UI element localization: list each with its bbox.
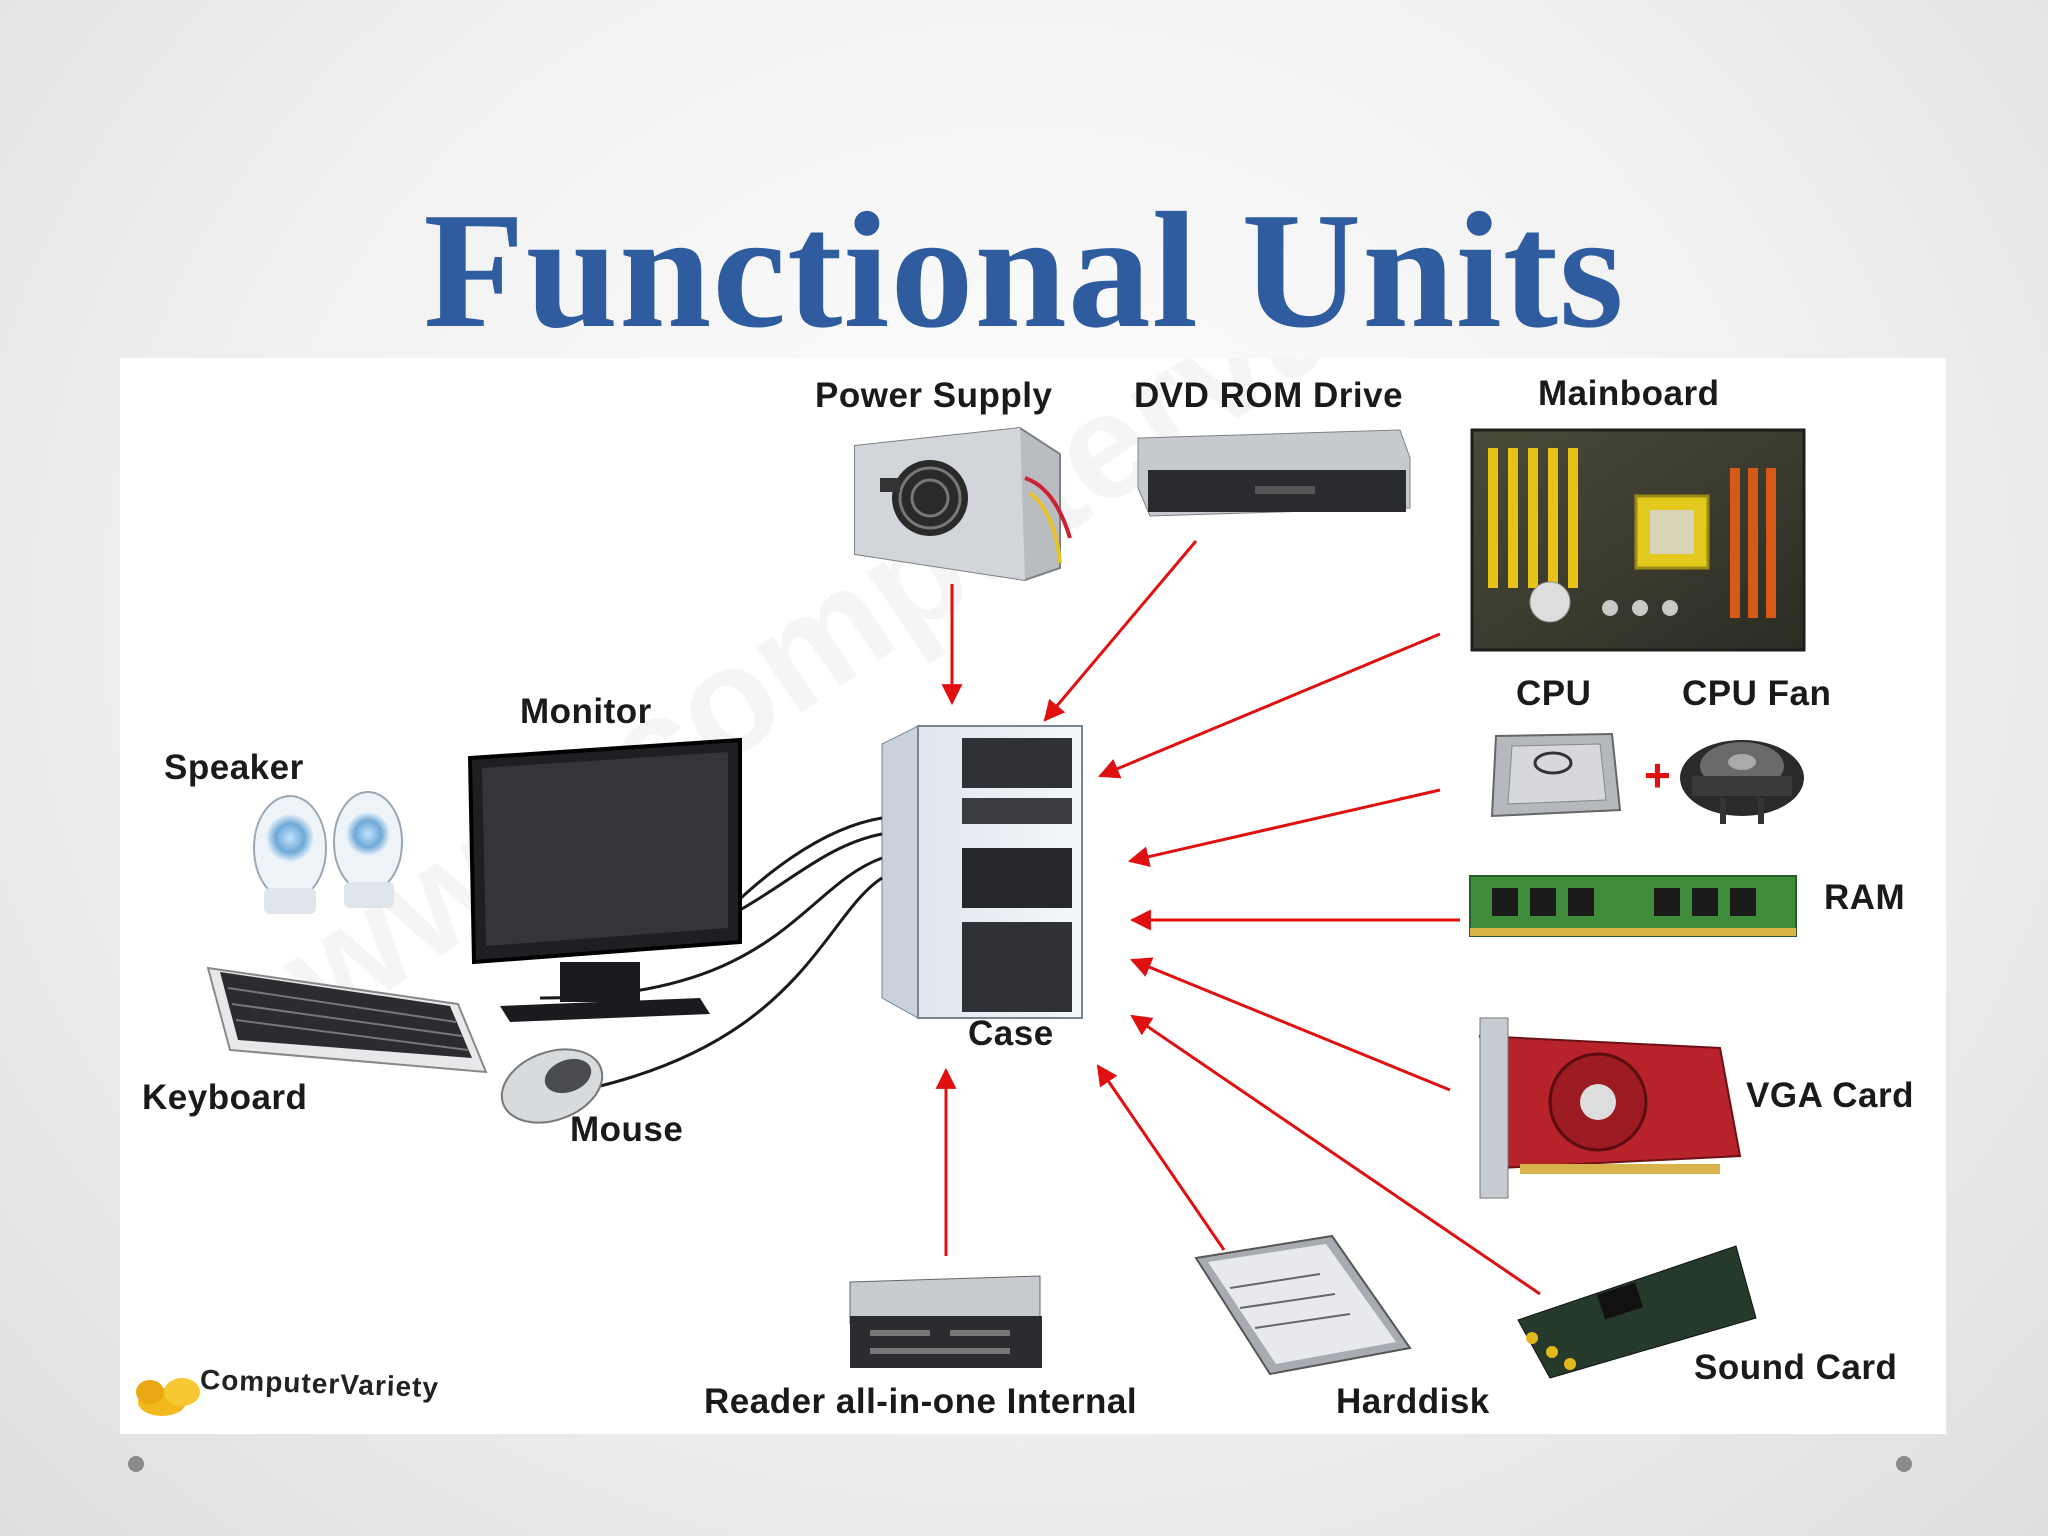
- monitor-image: [467, 737, 742, 1022]
- bullet-left: [128, 1456, 144, 1472]
- label-mouse: Mouse: [570, 1110, 684, 1149]
- sound-card-image: [1517, 1245, 1757, 1379]
- label-sound-card: Sound Card: [1694, 1348, 1898, 1387]
- label-monitor: Monitor: [520, 692, 652, 731]
- label-case: Case: [968, 1014, 1054, 1053]
- label-speaker: Speaker: [164, 748, 304, 787]
- label-cpu-fan: CPU Fan: [1682, 674, 1832, 713]
- label-dvd-rom-drive: DVD ROM Drive: [1134, 376, 1404, 415]
- logo-icon: [136, 1378, 200, 1416]
- arrow-cpu: [1127, 788, 1441, 868]
- arrow-vga: [1130, 957, 1451, 1092]
- cpu-image: [1490, 732, 1622, 818]
- mainboard-image: [1470, 428, 1806, 652]
- power-supply-image: [854, 426, 1072, 582]
- label-power-supply: Power Supply: [815, 376, 1053, 415]
- plus-sign: +: [1644, 749, 1672, 801]
- keyboard-image: [206, 966, 488, 1074]
- diagram-artwork: [136, 426, 1806, 1416]
- card-reader-image: [849, 1275, 1042, 1368]
- label-reader: Reader all-in-one Internal: [704, 1382, 1138, 1421]
- label-ram: RAM: [1824, 878, 1906, 917]
- slide-title: Functional Units: [423, 178, 1625, 362]
- ram-image: [1469, 875, 1797, 937]
- arrow-mainboard: [1098, 632, 1441, 779]
- label-harddisk: Harddisk: [1336, 1382, 1490, 1421]
- vga-card-image: [1478, 1017, 1742, 1199]
- label-cpu: CPU: [1516, 674, 1592, 713]
- label-mainboard: Mainboard: [1538, 374, 1720, 413]
- case-image: [881, 725, 1083, 1019]
- arrow-sound: [1130, 1014, 1541, 1296]
- arrow-dvd: [1043, 540, 1198, 722]
- arrows: [935, 540, 1541, 1296]
- dvd-drive-image: [1137, 429, 1411, 517]
- mouse-image: [500, 1048, 604, 1124]
- label-vga-card: VGA Card: [1746, 1076, 1915, 1115]
- speakers-image: [253, 791, 403, 914]
- label-keyboard: Keyboard: [142, 1078, 308, 1117]
- arrow-harddisk: [1096, 1064, 1226, 1251]
- diagram-panel: www.computervariety: [120, 358, 1946, 1434]
- bullet-right: [1896, 1456, 1912, 1472]
- cpu-fan-image: [1680, 740, 1804, 824]
- harddisk-image: [1194, 1234, 1412, 1376]
